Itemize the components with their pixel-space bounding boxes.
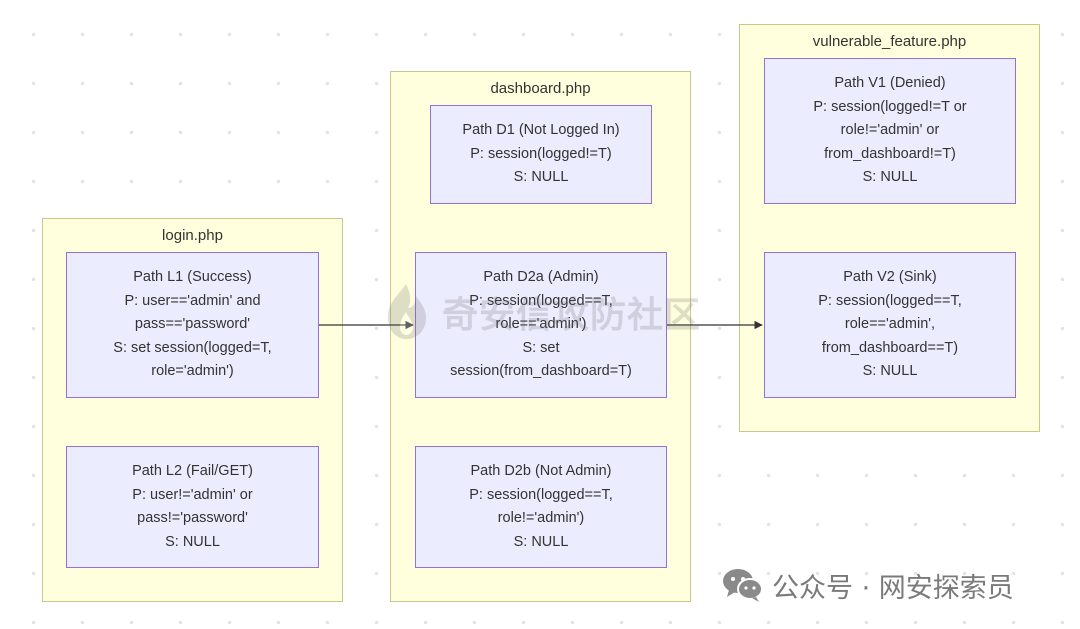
cluster-title-login: login.php: [162, 227, 223, 244]
cluster-title-vulnerable-feature: vulnerable_feature.php: [812, 33, 967, 50]
node-line: S: NULL: [513, 533, 569, 550]
node-path-d2b: Path D2b (Not Admin) P: session(logged==…: [415, 446, 667, 568]
node-line: role=='admin'): [495, 316, 587, 333]
node-path-l2: Path L2 (Fail/GET) P: user!='admin' or p…: [66, 446, 319, 568]
node-path-d1: Path D1 (Not Logged In) P: session(logge…: [430, 105, 652, 204]
node-line: Path L2 (Fail/GET): [132, 463, 253, 479]
node-line: S: NULL: [513, 169, 569, 186]
node-line: P: session(logged!=T or: [813, 98, 967, 115]
node-line: Path V2 (Sink): [843, 269, 937, 286]
node-line: Path D1 (Not Logged In): [462, 122, 620, 139]
node-line: S: NULL: [165, 533, 220, 550]
node-line: role!='admin'): [497, 510, 585, 526]
node-line: S: NULL: [862, 363, 918, 380]
node-path-v2: Path V2 (Sink) P: session(logged==T, rol…: [764, 252, 1016, 398]
node-line: Path D2a (Admin): [483, 269, 599, 286]
node-line: role!='admin' or: [840, 122, 940, 139]
node-line: P: session(logged==T,: [469, 486, 613, 503]
node-line: P: user!='admin' or: [132, 486, 253, 503]
node-line: S: set: [522, 339, 560, 356]
node-path-l1: Path L1 (Success) P: user=='admin' and p…: [66, 252, 319, 398]
node-line: S: set session(logged=T,: [113, 339, 272, 356]
node-line: P: session(logged!=T): [470, 145, 612, 162]
node-line: from_dashboard!=T): [824, 145, 956, 162]
node-path-d2a: Path D2a (Admin) P: session(logged==T, r…: [415, 252, 667, 398]
node-line: Path V1 (Denied): [834, 75, 946, 92]
footer-watermark: 公众号 · 网安探索员: [722, 563, 1014, 607]
node-line: from_dashboard==T): [821, 339, 959, 356]
cluster-title-dashboard: dashboard.php: [490, 80, 591, 97]
footer-watermark-text: 公众号 · 网安探索员: [772, 572, 1014, 604]
node-path-v1: Path V1 (Denied) P: session(logged!=T or…: [764, 58, 1016, 204]
node-line: Path D2b (Not Admin): [470, 463, 612, 479]
wechat-icon: [723, 569, 763, 602]
node-line: Path L1 (Success): [133, 269, 252, 286]
node-line: role=='admin',: [844, 316, 936, 333]
node-line: P: user=='admin' and: [124, 292, 261, 309]
node-line: role='admin'): [151, 363, 234, 380]
node-line: session(from_dashboard=T): [450, 363, 632, 380]
node-line: pass!='password': [137, 510, 248, 526]
node-line: P: session(logged==T,: [818, 292, 962, 309]
node-line: P: session(logged==T,: [469, 292, 613, 309]
node-line: pass=='password': [134, 316, 251, 333]
node-line: S: NULL: [862, 169, 918, 186]
